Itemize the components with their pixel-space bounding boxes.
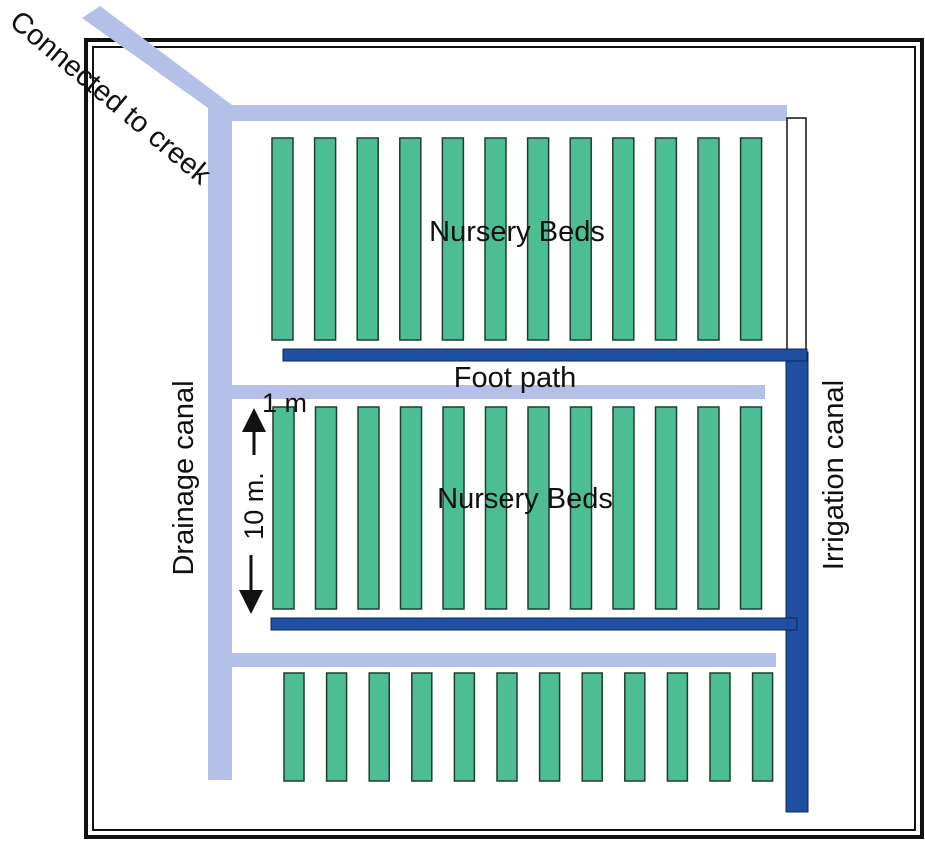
irrigation-reservoir bbox=[786, 117, 807, 352]
nursery-bed bbox=[411, 672, 433, 782]
nursery-bed bbox=[624, 672, 646, 782]
nursery-bed-row-middle bbox=[272, 406, 763, 610]
nursery-bed bbox=[569, 137, 592, 341]
nursery-bed bbox=[697, 406, 720, 610]
bed-width-label: 1 m bbox=[262, 388, 307, 418]
nursery-beds-top-label: Nursery Beds bbox=[429, 216, 605, 248]
nursery-bed bbox=[357, 406, 380, 610]
bed-length-label: 10 m. bbox=[239, 472, 269, 540]
nursery-bed bbox=[496, 672, 518, 782]
foot-path-label: Foot path bbox=[454, 362, 577, 394]
nursery-bed bbox=[527, 406, 550, 610]
irrigation-branch-top bbox=[282, 348, 808, 362]
irrigation-canal-label: Irrigation canal bbox=[818, 380, 850, 570]
nursery-bed bbox=[526, 137, 550, 341]
nursery-bed bbox=[283, 672, 305, 782]
drainage-branch-bottom bbox=[230, 653, 776, 667]
nursery-bed bbox=[739, 406, 763, 610]
drainage-branch-middle bbox=[230, 385, 765, 399]
nursery-bed bbox=[484, 406, 508, 610]
nursery-bed bbox=[654, 137, 678, 341]
nursery-bed bbox=[368, 672, 390, 782]
drainage-canal-label: Drainage canal bbox=[168, 380, 200, 575]
nursery-bed bbox=[399, 406, 423, 610]
nursery-bed bbox=[453, 672, 476, 782]
creek-connection-channel bbox=[82, 6, 232, 125]
nursery-bed bbox=[442, 406, 465, 610]
nursery-bed bbox=[272, 406, 295, 610]
nursery-bed-row-top bbox=[271, 137, 763, 341]
nursery-bed bbox=[697, 137, 720, 341]
nursery-bed bbox=[709, 672, 731, 782]
nursery-beds-middle-label: Nursery Beds bbox=[437, 483, 613, 515]
nursery-bed bbox=[484, 137, 507, 341]
nursery-bed-row-bottom bbox=[283, 672, 774, 782]
nursery-bed bbox=[441, 137, 465, 341]
irrigation-canal-network bbox=[270, 117, 809, 813]
nursery-bed bbox=[751, 672, 774, 782]
nursery-bed bbox=[325, 672, 348, 782]
nursery-bed bbox=[399, 137, 422, 341]
drainage-canal-main bbox=[208, 108, 232, 780]
nursery-bed bbox=[612, 137, 635, 341]
nursery-bed bbox=[612, 406, 635, 610]
nursery-bed bbox=[654, 406, 678, 610]
nursery-bed bbox=[314, 406, 338, 610]
irrigation-canal-main bbox=[785, 351, 809, 813]
bed-length-dimension bbox=[239, 408, 266, 614]
drainage-canal-network bbox=[82, 6, 787, 780]
nursery-bed bbox=[666, 672, 689, 782]
nursery-bed bbox=[538, 672, 561, 782]
nursery-bed bbox=[356, 137, 379, 341]
nursery-bed bbox=[271, 137, 294, 341]
irrigation-branch-bottom bbox=[270, 617, 798, 631]
nursery-bed bbox=[581, 672, 603, 782]
nursery-bed bbox=[313, 137, 337, 341]
drainage-branch-top bbox=[230, 105, 787, 121]
nursery-bed bbox=[739, 137, 763, 341]
site-border-outer bbox=[84, 38, 924, 839]
nursery-bed bbox=[569, 406, 593, 610]
site-border-inner bbox=[92, 46, 916, 831]
